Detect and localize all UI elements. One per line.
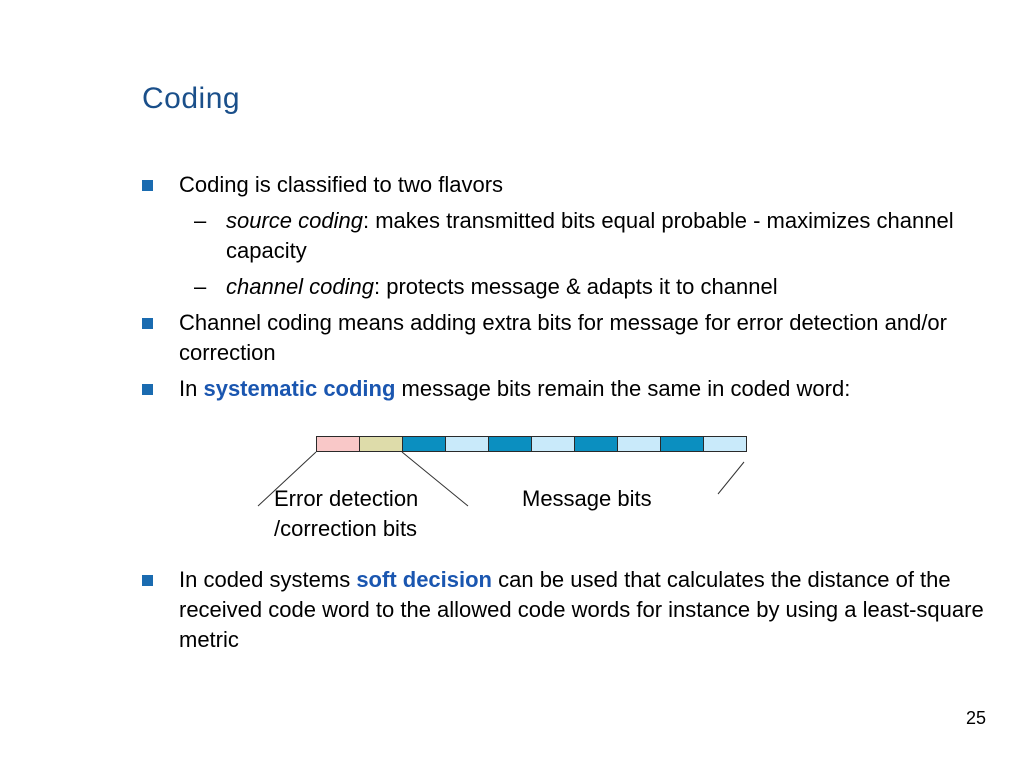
bullet-text-pre: In: [179, 376, 204, 401]
bullet-item-systematic-coding: In systematic coding message bits remain…: [142, 374, 992, 404]
sub-bullet-source-coding: – source coding: makes transmitted bits …: [142, 206, 992, 266]
slide-title: Coding: [142, 82, 241, 115]
bullet-soft-decision: In coded systems soft decision can be us…: [142, 565, 992, 655]
message-bit-cell: [531, 436, 575, 452]
dash-icon: –: [194, 274, 207, 299]
sub-bullet-text: : makes transmitted bits equal probable …: [226, 208, 954, 263]
message-bit-cell: [488, 436, 532, 452]
bullet-text-post: message bits remain the same in coded wo…: [395, 376, 851, 401]
square-bullet-icon: [142, 575, 153, 586]
message-bit-cell: [445, 436, 489, 452]
sub-bullet-channel-coding: – channel coding: protects message & ada…: [142, 272, 992, 302]
square-bullet-icon: [142, 318, 153, 329]
term-source-coding: source coding: [226, 208, 363, 233]
highlight-soft-decision: soft decision: [356, 567, 492, 592]
error-detection-label: Error detection /correction bits: [274, 484, 418, 544]
check-bit-cell: [359, 436, 403, 452]
bullet-text-post: can be used that calculates the distance…: [179, 567, 984, 652]
bullet-item-flavors: Coding is classified to two flavors: [142, 170, 992, 200]
bullet-text: Coding is classified to two flavors: [179, 172, 504, 197]
page-number: 25: [966, 708, 987, 728]
square-bullet-icon: [142, 384, 153, 395]
message-bit-cell: [617, 436, 661, 452]
message-bits-label: Message bits: [522, 486, 652, 511]
square-bullet-icon: [142, 180, 153, 191]
bullet-text-pre: In coded systems: [179, 567, 357, 592]
highlight-systematic-coding: systematic coding: [203, 376, 396, 401]
check-bit-cell: [316, 436, 360, 452]
message-bit-cell: [574, 436, 618, 452]
error-label-line2: /correction bits: [274, 516, 418, 541]
bullet-item-soft-decision: In coded systems soft decision can be us…: [142, 565, 992, 661]
bullet-text: Channel coding means adding extra bits f…: [179, 310, 947, 365]
bullet-list: Coding is classified to two flavors – so…: [142, 170, 992, 410]
term-channel-coding: channel coding: [226, 274, 375, 299]
message-bit-cell: [660, 436, 704, 452]
message-bit-cell: [703, 436, 747, 452]
bullet-item-channel-coding: Channel coding means adding extra bits f…: [142, 308, 992, 368]
sub-bullet-text: : protects message & adapts it to channe…: [374, 274, 778, 299]
message-bit-cell: [402, 436, 446, 452]
error-label-line1: Error detection: [274, 486, 419, 511]
leader-line-message-right: [717, 461, 745, 495]
dash-icon: –: [194, 208, 207, 233]
